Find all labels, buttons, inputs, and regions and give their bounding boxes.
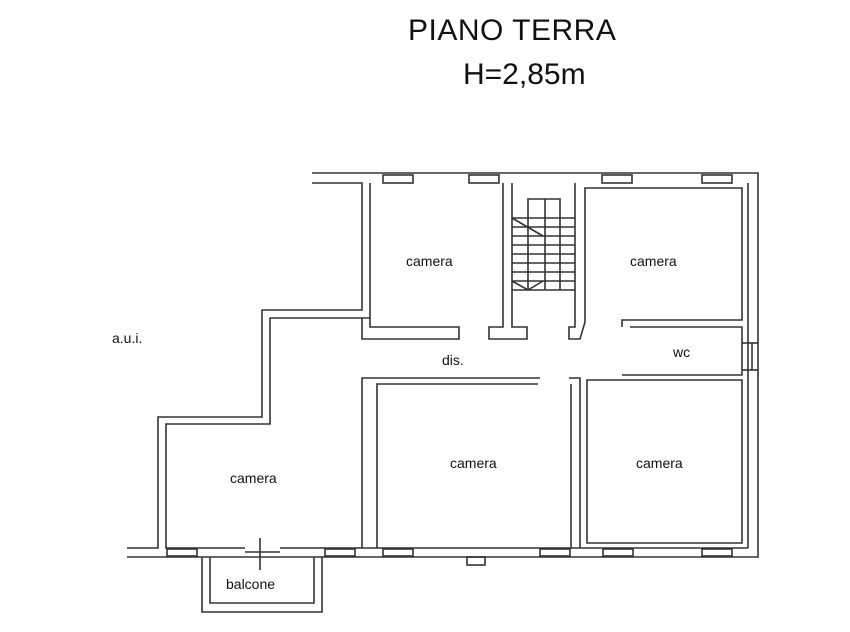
- label-aui: a.u.i.: [112, 330, 143, 346]
- ceiling-height: H=2,85m: [463, 58, 586, 91]
- room-label-balcone: balcone: [226, 576, 276, 592]
- windows: [166, 174, 733, 566]
- room-label-wc: wc: [673, 344, 691, 360]
- room-label-camera-left: camera: [230, 470, 277, 486]
- room-label-camera-top-right: camera: [630, 253, 677, 269]
- plan-title: PIANO TERRA: [408, 14, 617, 47]
- room-walls: [361, 183, 758, 548]
- outer-walls: [127, 172, 759, 558]
- staircase: [511, 198, 575, 291]
- room-label-camera-bottom-right: camera: [636, 455, 683, 471]
- balcony: [201, 538, 323, 613]
- room-label-camera-center: camera: [450, 455, 497, 471]
- room-label-dis: dis.: [442, 352, 464, 368]
- room-label-camera-top-left: camera: [406, 253, 453, 269]
